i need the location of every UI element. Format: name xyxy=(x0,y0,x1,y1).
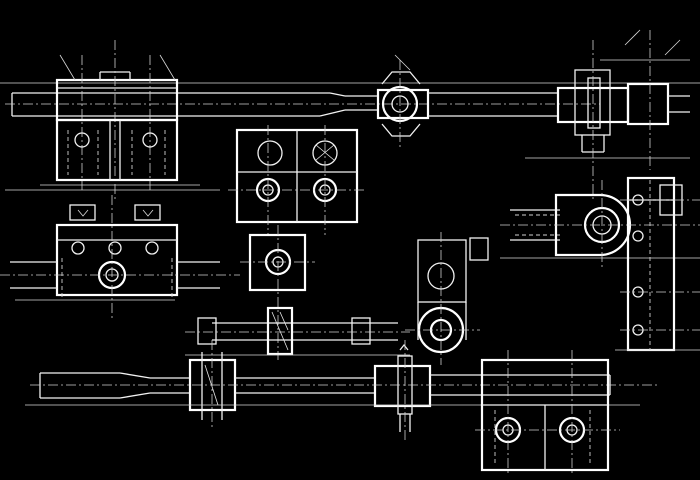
square-block-two-bore-view xyxy=(228,125,365,235)
flange-plate-right-view xyxy=(475,350,620,475)
clevis-end-right-view xyxy=(500,180,700,270)
perforated-flat-bar-view xyxy=(615,176,700,352)
clamp-bracket-left-view xyxy=(0,195,240,320)
tie-rod-top-view-assembly xyxy=(0,29,700,200)
lever-eye-view xyxy=(405,232,489,365)
bearing-block-center-view xyxy=(185,225,410,360)
